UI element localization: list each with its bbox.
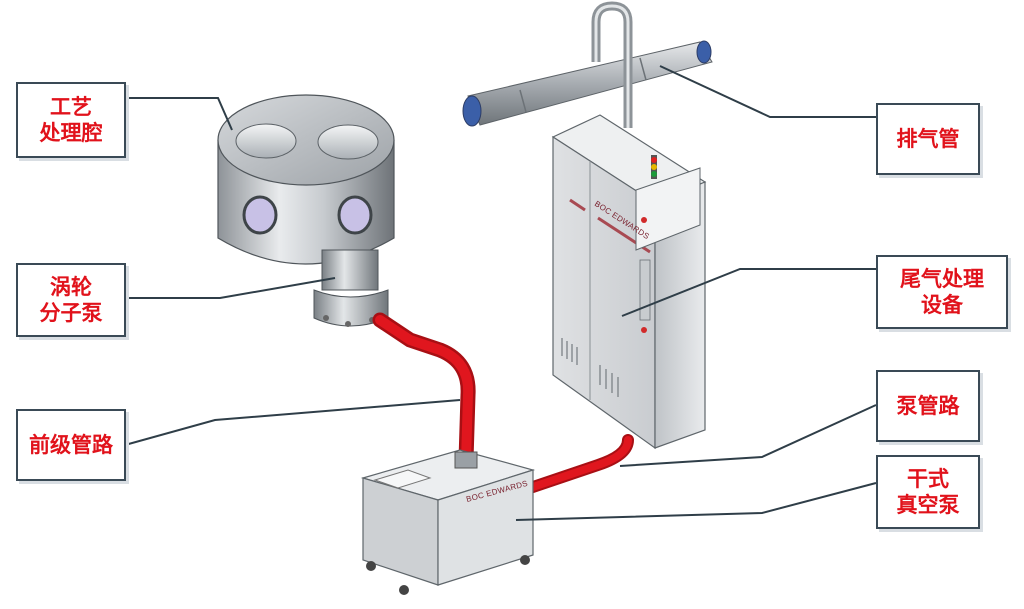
pump-line-pipe [524, 434, 634, 494]
label-pump-line: 泵管路 [876, 370, 980, 442]
abatement-unit: BOC EDWARDS [551, 114, 707, 450]
label-foreline: 前级管路 [16, 409, 126, 481]
leader-turbo-pump [125, 277, 336, 299]
label-turbo-pump: 涡轮 分子泵 [16, 263, 126, 337]
leader-abatement [621, 268, 876, 317]
leader-exhaust-pipe [659, 65, 876, 118]
label-abatement: 尾气处理 设备 [876, 255, 1008, 329]
process-chamber [217, 94, 395, 265]
label-dry-pump: 干式 真空泵 [876, 455, 980, 529]
leader-foreline [124, 399, 461, 446]
label-exhaust-pipe: 排气管 [876, 103, 980, 175]
turbo-pump [313, 249, 389, 327]
exhaust-pipe [462, 1, 713, 128]
leader-lines [124, 65, 877, 521]
foreline-pipe [372, 312, 476, 468]
leader-pump-line [619, 404, 877, 467]
leader-dry-pump [515, 482, 877, 521]
label-process-chamber: 工艺 处理腔 [16, 82, 126, 158]
dry-pump: BOC EDWARDS [360, 449, 536, 595]
leader-process-chamber [125, 97, 233, 131]
